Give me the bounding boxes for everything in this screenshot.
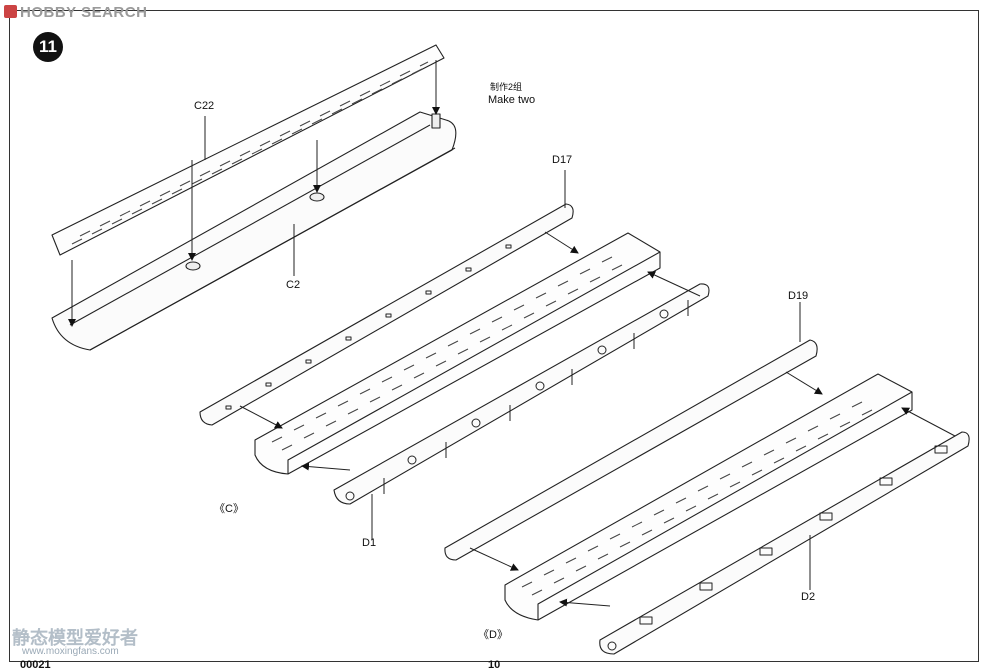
label-d19: D19: [788, 290, 809, 302]
label-d2: D2: [801, 591, 816, 603]
part-c2-tray: [51, 111, 457, 351]
diagram-frame: [9, 10, 979, 662]
moxingfans-watermark: 静态模型爱好者: [12, 628, 138, 649]
page-number: 10: [488, 659, 501, 671]
label-c2: C2: [286, 279, 301, 291]
label-group-c: 《C》: [214, 503, 244, 515]
moxingfans-url: www.moxingfans.com: [22, 646, 119, 657]
part-tray-upper: [254, 232, 661, 475]
hobbysearch-watermark: HOBBY SEARCH: [4, 4, 147, 21]
part-d2-rail: [599, 431, 970, 655]
note-cn: 制作2组: [490, 82, 523, 92]
label-c22: C22: [194, 100, 215, 112]
hobbysearch-logo-icon: [4, 5, 17, 18]
step-number-badge: 11: [33, 32, 63, 62]
part-tray-lower: [504, 373, 913, 621]
part-d19-rail: [444, 339, 818, 561]
part-d1-rail: [333, 283, 710, 505]
footer-code: 00021: [20, 659, 51, 671]
label-d17: D17: [552, 154, 573, 166]
part-c22-plate: [51, 44, 445, 256]
assembly-arrows: [68, 60, 956, 607]
note-make-two: Make two: [488, 94, 536, 106]
label-group-d: 《D》: [478, 629, 508, 641]
label-d1: D1: [362, 537, 377, 549]
part-d17-rail: [199, 203, 574, 426]
